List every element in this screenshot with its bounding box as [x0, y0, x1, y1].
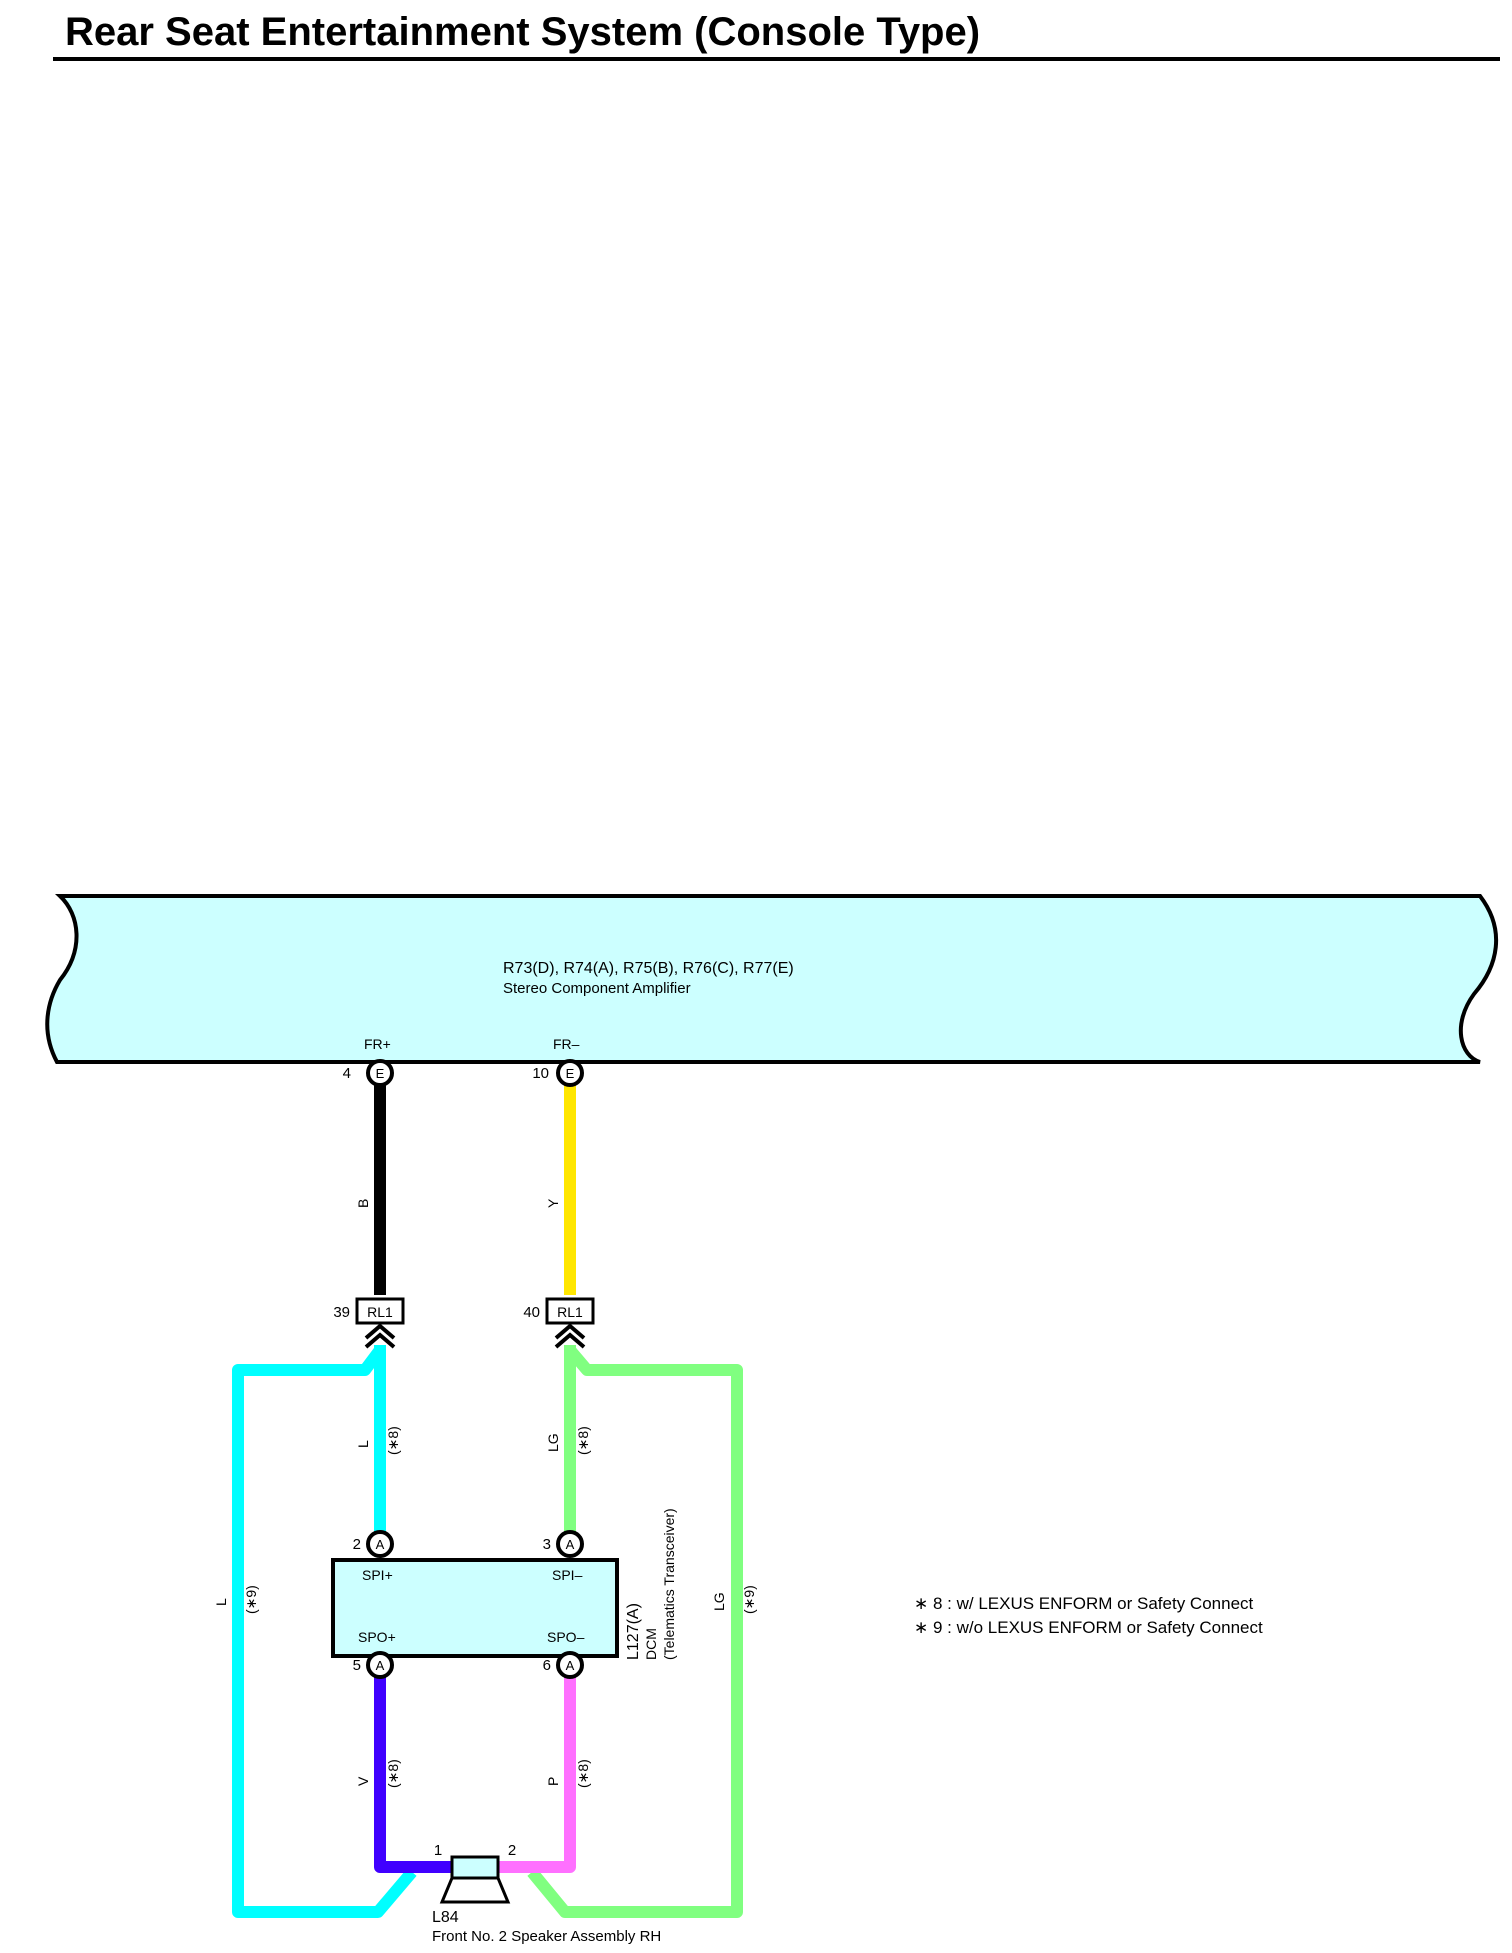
connector-letter: A [376, 1537, 385, 1552]
wire-code-spo-minus: P [545, 1777, 561, 1786]
wire-bypass-right [527, 1346, 743, 1918]
amplifier-body [45, 894, 1499, 1064]
dcm-pin-6: 6 A [543, 1651, 584, 1679]
wire-code-spi-plus: L [355, 1440, 371, 1448]
connector-circle [366, 1059, 394, 1087]
wire-note-bypass-left: (∗9) [243, 1585, 259, 1614]
amplifier-name: Stereo Component Amplifier [503, 980, 691, 997]
amp-pin-fr-minus: FR– 10 E [532, 1036, 584, 1087]
pin-number: 3 [543, 1536, 551, 1553]
wire-code-bypass-left: L [213, 1598, 229, 1606]
dcm-pin-3: 3 A [543, 1530, 584, 1558]
signal-label: FR– [553, 1036, 580, 1052]
speaker-pin-2: 2 [508, 1842, 516, 1859]
connector-letter: E [376, 1066, 385, 1081]
dcm-pin-5: 5 A [353, 1651, 394, 1679]
dcm-signal-spo-plus: SPO+ [358, 1629, 396, 1645]
wire-spo-minus [498, 1672, 576, 1873]
connector-circle [556, 1530, 584, 1558]
junction-chevron-icon [364, 1323, 396, 1349]
note-9: ∗ 9 : w/o LEXUS ENFORM or Safety Connect [914, 1618, 1263, 1637]
dcm-signal-spo-minus: SPO– [547, 1629, 585, 1645]
connector-circle [366, 1530, 394, 1558]
dcm-pin-2: 2 A [353, 1530, 394, 1558]
wire-code-bypass-right: LG [711, 1592, 727, 1611]
pin-number: 2 [353, 1536, 361, 1553]
junction-chevron-icon [554, 1323, 586, 1349]
note-8: ∗ 8 : w/ LEXUS ENFORM or Safety Connect [914, 1594, 1254, 1613]
speaker-icon [439, 1855, 511, 1904]
wire-note-bypass-right: (∗9) [741, 1585, 757, 1614]
junction-40: 40 RL1 [523, 1297, 595, 1349]
wire-note-spo-minus: (∗8) [575, 1759, 591, 1788]
dcm-name: DCM [643, 1628, 659, 1660]
speaker-name: Front No. 2 Speaker Assembly RH [432, 1928, 661, 1945]
wire-note-spi-plus: (∗8) [385, 1426, 401, 1455]
speaker-connector: L84 [432, 1909, 459, 1926]
connector-circle [556, 1651, 584, 1679]
signal-label: FR+ [364, 1036, 391, 1052]
wire-spo-plus [374, 1672, 452, 1873]
connector-circle [366, 1651, 394, 1679]
amplifier-connectors: R73(D), R74(A), R75(B), R76(C), R77(E) [503, 960, 794, 977]
wire-code-spo-plus: V [355, 1776, 371, 1786]
junction-box [545, 1297, 595, 1325]
wire-note-spo-plus: (∗8) [385, 1759, 401, 1788]
wire-bypass-left [232, 1346, 417, 1918]
wire-note-spi-minus: (∗8) [575, 1426, 591, 1455]
dcm-connector: L127(A) [625, 1603, 642, 1660]
dcm-signal-spi-plus: SPI+ [362, 1567, 393, 1583]
wire-code-spi-minus: LG [545, 1433, 561, 1452]
speaker-pin-1: 1 [434, 1842, 442, 1859]
pin-number: 39 [333, 1304, 350, 1321]
connector-letter: A [376, 1658, 385, 1673]
junction-label: RL1 [367, 1304, 393, 1320]
dcm-signal-spi-minus: SPI– [552, 1567, 583, 1583]
wire-code-fr-minus: Y [545, 1198, 561, 1208]
junction-box [355, 1297, 405, 1325]
amp-pin-fr-plus: FR+ 4 E [343, 1036, 394, 1087]
wire-code-fr-plus: B [355, 1199, 371, 1208]
connector-letter: E [566, 1066, 575, 1081]
connector-circle [556, 1059, 584, 1087]
pin-number: 10 [532, 1065, 549, 1082]
page-title: Rear Seat Entertainment System (Console … [65, 10, 980, 54]
junction-39: 39 RL1 [333, 1297, 405, 1349]
connector-letter: A [566, 1658, 575, 1673]
connector-letter: A [566, 1537, 575, 1552]
pin-number: 5 [353, 1657, 361, 1674]
junction-label: RL1 [557, 1304, 583, 1320]
dcm-body [331, 1558, 619, 1658]
dcm-subname: (Telematics Transceiver) [661, 1508, 677, 1660]
pin-number: 4 [343, 1065, 351, 1082]
pin-number: 6 [543, 1657, 551, 1674]
pin-number: 40 [523, 1304, 540, 1321]
